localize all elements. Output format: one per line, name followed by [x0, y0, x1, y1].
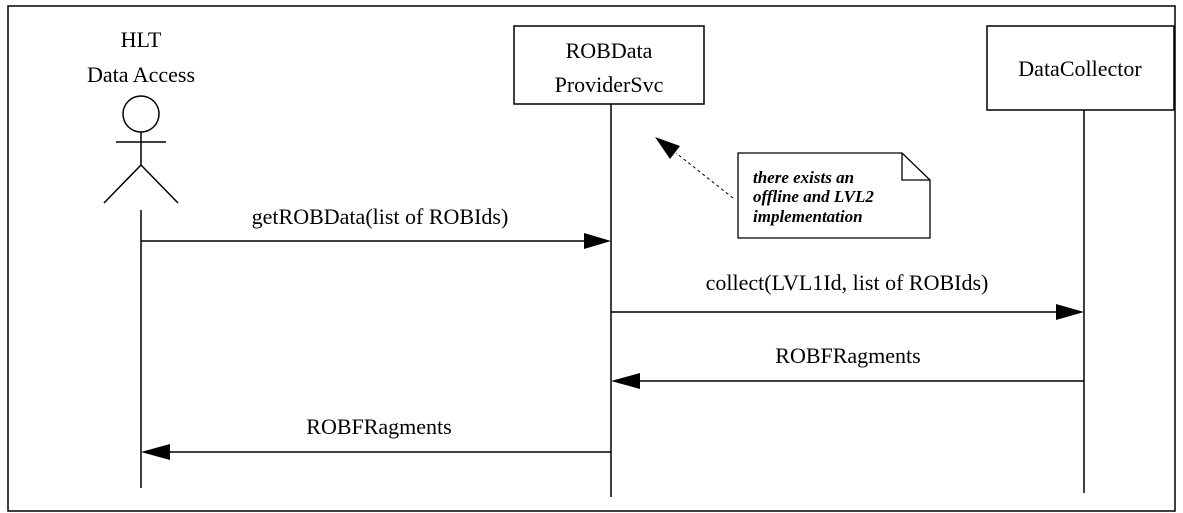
message-rob-fragments-return-2: ROBFRagments — [141, 414, 611, 460]
message-label: getROBData(list of ROBIds) — [252, 204, 509, 229]
note-pointer — [655, 137, 734, 199]
participant-box — [986, 25, 1175, 111]
note-line3: implementation — [753, 207, 863, 226]
note-line2: offline and LVL2 — [753, 187, 874, 206]
message-arrowhead — [1056, 304, 1084, 320]
note-pointer-line — [675, 152, 734, 199]
message-label: ROBFRagments — [306, 414, 451, 439]
note-shape — [737, 152, 931, 239]
message-label: collect(LVL1Id, list of ROBIds) — [706, 270, 989, 295]
message-arrowhead — [611, 373, 640, 389]
message-rob-fragments-return-1: ROBFRagments — [611, 343, 1084, 389]
message-get-rob-data: getROBData(list of ROBIds) — [141, 204, 611, 249]
participant-box — [513, 25, 705, 105]
actor-label-line2: Data Access — [87, 62, 195, 87]
participant-datacollector: DataCollector — [986, 25, 1175, 111]
note: there exists an offline and LVL2 impleme… — [737, 152, 931, 239]
message-collect: collect(LVL1Id, list of ROBIds) — [611, 270, 1084, 320]
message-arrowhead — [141, 444, 170, 460]
actor-label-line1: HLT — [121, 27, 162, 52]
message-label: ROBFRagments — [775, 343, 920, 368]
message-arrowhead — [584, 233, 611, 249]
note-line1: there exists an — [753, 168, 854, 187]
note-fold — [901, 153, 930, 181]
stick-figure-icon — [103, 95, 179, 204]
participant-robdata-provider: ROBData ProviderSvc — [513, 25, 705, 105]
participant-label: DataCollector — [1018, 56, 1142, 81]
participant-label-line1: ROBData — [566, 38, 653, 63]
note-pointer-arrowhead — [655, 137, 680, 159]
participant-label-line2: ProviderSvc — [555, 72, 664, 97]
actor-hlt-data-access: HLT Data Access — [87, 27, 195, 204]
diagram-frame — [7, 5, 1176, 512]
